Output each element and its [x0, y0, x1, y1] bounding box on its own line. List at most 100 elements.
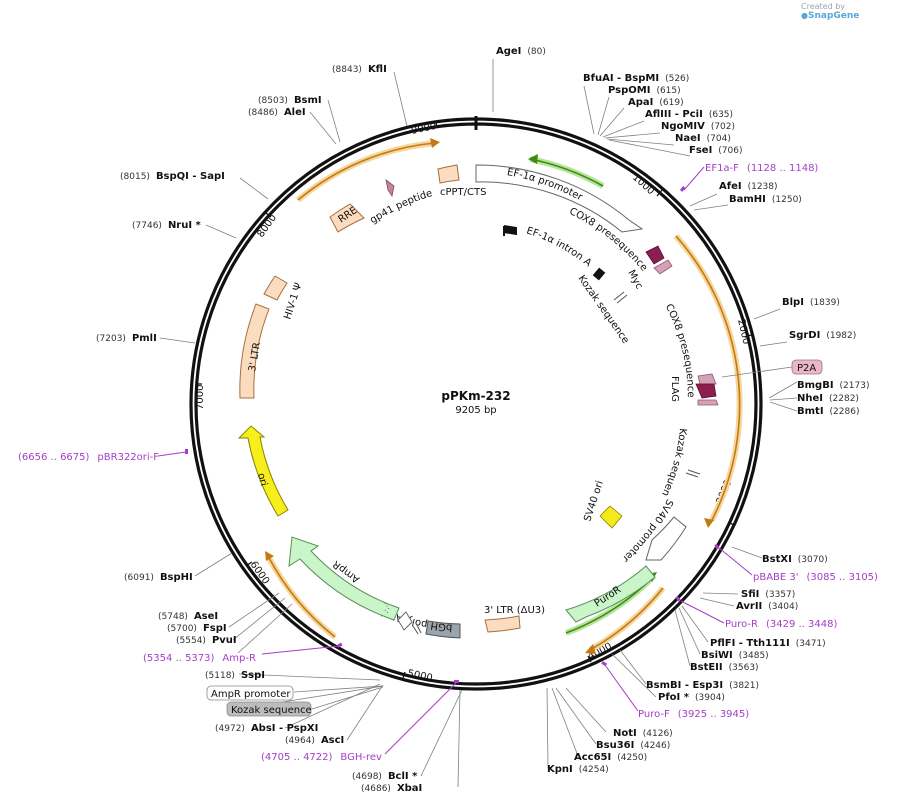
- kozak-sequence-box: [226, 701, 312, 717]
- 3-ltr-delta-u3-label: 3' LTR (ΔU3): [484, 605, 545, 616]
- primer-bgh-rev-leader: [384, 682, 457, 755]
- cox8-presequence-shape-2a: [697, 373, 717, 385]
- enzyme-afliii-pcii: AflIII - PciI(635): [645, 109, 733, 120]
- primer-ef1a-f: EF1a-F(1128 .. 1148): [705, 163, 818, 174]
- primer-amp-r-mark: [336, 642, 343, 648]
- sv40-promoter-feature: [645, 516, 687, 561]
- primer-puro-r-mark: [675, 595, 681, 602]
- enzyme-bsphi: (6091)BspHI: [124, 572, 193, 583]
- bgh-tick: [412, 624, 422, 635]
- enzyme-bsmi: (8503)BsmI: [258, 95, 322, 106]
- primers: EF1a-F(1128 .. 1148) pBABE 3'(3085 .. 31…: [18, 163, 878, 763]
- ef1a-green-arc-arrow: [528, 154, 538, 164]
- plasmid-length: 9205 bp: [455, 405, 496, 416]
- outside-boxed-labels: P2A AmpR promoter Kozak sequence: [206, 359, 823, 717]
- ampr-promoter-box: [206, 685, 294, 701]
- enzyme-naei: NaeI(704): [675, 133, 731, 144]
- tick-marks: [196, 121, 752, 679]
- primer-pbr322ori-f: (6656 .. 6675)pBR322ori-F: [18, 452, 159, 463]
- ori-label: ori: [255, 472, 269, 487]
- p2a-leader: [721, 366, 793, 378]
- primer-pbabe3: pBABE 3'(3085 .. 3105): [753, 572, 878, 583]
- 3-ltr-delta-u3-feature: [484, 615, 521, 633]
- enzyme-fsei: FseI(706): [689, 145, 743, 156]
- ampr-feature: [288, 536, 400, 621]
- primer-amp-r: (5354 .. 5373)Amp-R: [143, 653, 256, 664]
- orf-arcs: [265, 138, 743, 654]
- hiv-1-psi-label: HIV-1 Ψ: [282, 282, 304, 321]
- primer-puro-f: Puro-F(3925 .. 3945): [638, 709, 749, 720]
- enzyme-bsteii: BstEII(3563): [690, 662, 759, 673]
- primer-puro-r-leader: [680, 600, 725, 624]
- enzyme-labels: AgeI(80) BfuAI - BspMI(526) PspOMI(615) …: [96, 46, 869, 794]
- orf-arc-top-left: [297, 142, 436, 201]
- orf-arc-right: [675, 235, 741, 521]
- flag-label: FLAG: [669, 376, 680, 402]
- primer-bgh-rev-mark: [454, 680, 459, 683]
- kozak-tick-1: [613, 291, 628, 304]
- backbone-inner-strand: [194, 122, 758, 686]
- primer-pbabe3-leader: [717, 546, 753, 576]
- enzyme-sgrdi: SgrDI(1982): [789, 330, 856, 341]
- enzyme-bspqi-sapi: (8015)BspQI - SapI: [120, 171, 225, 182]
- enzyme-avrii: AvrII(3404): [736, 601, 798, 612]
- primer-puro-f-leader: [604, 664, 639, 712]
- tick-label-5000: 5000: [406, 668, 433, 684]
- tick-label-7000: 7000: [195, 385, 206, 410]
- enzyme-pfoi: PfoI *(3904): [658, 692, 725, 703]
- gp41-peptide-shape: [385, 179, 395, 198]
- enzyme-fspi: (5700)FspI: [167, 623, 227, 634]
- enzyme-bamhi: BamHI(1250): [729, 194, 802, 205]
- enzyme-blpi: BlpI(1839): [782, 297, 840, 308]
- enzyme-bsmbi-esp3i: BsmBI - Esp3I(3821): [646, 680, 759, 691]
- enzyme-bmgbi: BmgBI(2173): [797, 380, 869, 391]
- tick-label-1000: 1000: [630, 172, 656, 197]
- orf-arc-top-left-arrow: [430, 138, 440, 148]
- primer-pbabe3-mark: [714, 543, 720, 550]
- enzyme-bfuai-bspmi: BfuAI - BspMI(526): [583, 73, 689, 84]
- bgh-polya-feature: [425, 620, 461, 639]
- rre-feature: [329, 203, 365, 233]
- ef1a-intron-label: EF-1α intron A: [525, 225, 593, 269]
- enzyme-bstxi: BstXI(3070): [762, 554, 828, 565]
- 3-ltr-feature: [239, 303, 270, 399]
- enzyme-asci: (4964)AscI: [285, 735, 344, 746]
- ampr-promoter-feature: [397, 611, 413, 631]
- p2a-box: [791, 359, 823, 375]
- enzyme-asei: (5748)AseI: [158, 611, 218, 622]
- enzyme-ageI: AgeI(80): [496, 46, 546, 57]
- enzyme-nhei: NheI(2282): [797, 393, 859, 404]
- plasmid-name: pPKm-232: [441, 389, 510, 403]
- enzyme-alei: (8486)AleI: [248, 107, 306, 118]
- primer-pbr322ori-f-leader: [157, 451, 187, 457]
- 3-ltr-label: 3' LTR: [247, 341, 263, 372]
- enzyme-absi-pspxi: (4972)AbsI - PspXI: [215, 723, 318, 734]
- cox8-presequence-shape-2b: [695, 383, 717, 399]
- kozak-sequence-label-1: Kozak sequence: [576, 273, 631, 345]
- orf-arc-lower-left-arrow: [265, 551, 274, 561]
- kozak-sequence-box-label: Kozak sequence: [231, 705, 312, 716]
- enzyme-bsu36i: Bsu36I(4246): [596, 740, 670, 751]
- ori-feature: [237, 425, 289, 517]
- enzyme-sfii: SfiI(3357): [741, 589, 795, 600]
- snapgene-watermark: Created by ●SnapGene: [801, 2, 860, 21]
- enzyme-bmti: BmtI(2286): [797, 406, 859, 417]
- enzyme-leader-lines: [159, 59, 798, 788]
- primer-bgh-rev: (4705 .. 4722)BGH-rev: [261, 752, 382, 763]
- enzyme-kpni: KpnI(4254): [547, 764, 609, 775]
- enzyme-apai: ApaI(619): [628, 97, 684, 108]
- flag-tag-shape: [697, 399, 719, 406]
- enzyme-xbai: (4686)XbaI: [361, 783, 422, 794]
- kozak-tick-2: [685, 469, 701, 478]
- enzyme-noti: NotI(4126): [613, 728, 673, 739]
- cppt-cts-label: cPPT/CTS: [440, 187, 486, 198]
- enzyme-pflfi-tth111i: PflFI - Tth111I(3471): [710, 638, 826, 649]
- myc-tag-shape: [653, 259, 673, 275]
- orf-arc-lower-right-arrow: [585, 644, 596, 654]
- primer-puro-r: Puro-R(3429 .. 3448): [725, 619, 837, 630]
- backbone: [189, 116, 763, 691]
- enzyme-ngomiv: NgoMIV(702): [661, 121, 735, 132]
- puror-feature: [565, 565, 656, 623]
- ef1a-promoter-feature: [475, 164, 644, 233]
